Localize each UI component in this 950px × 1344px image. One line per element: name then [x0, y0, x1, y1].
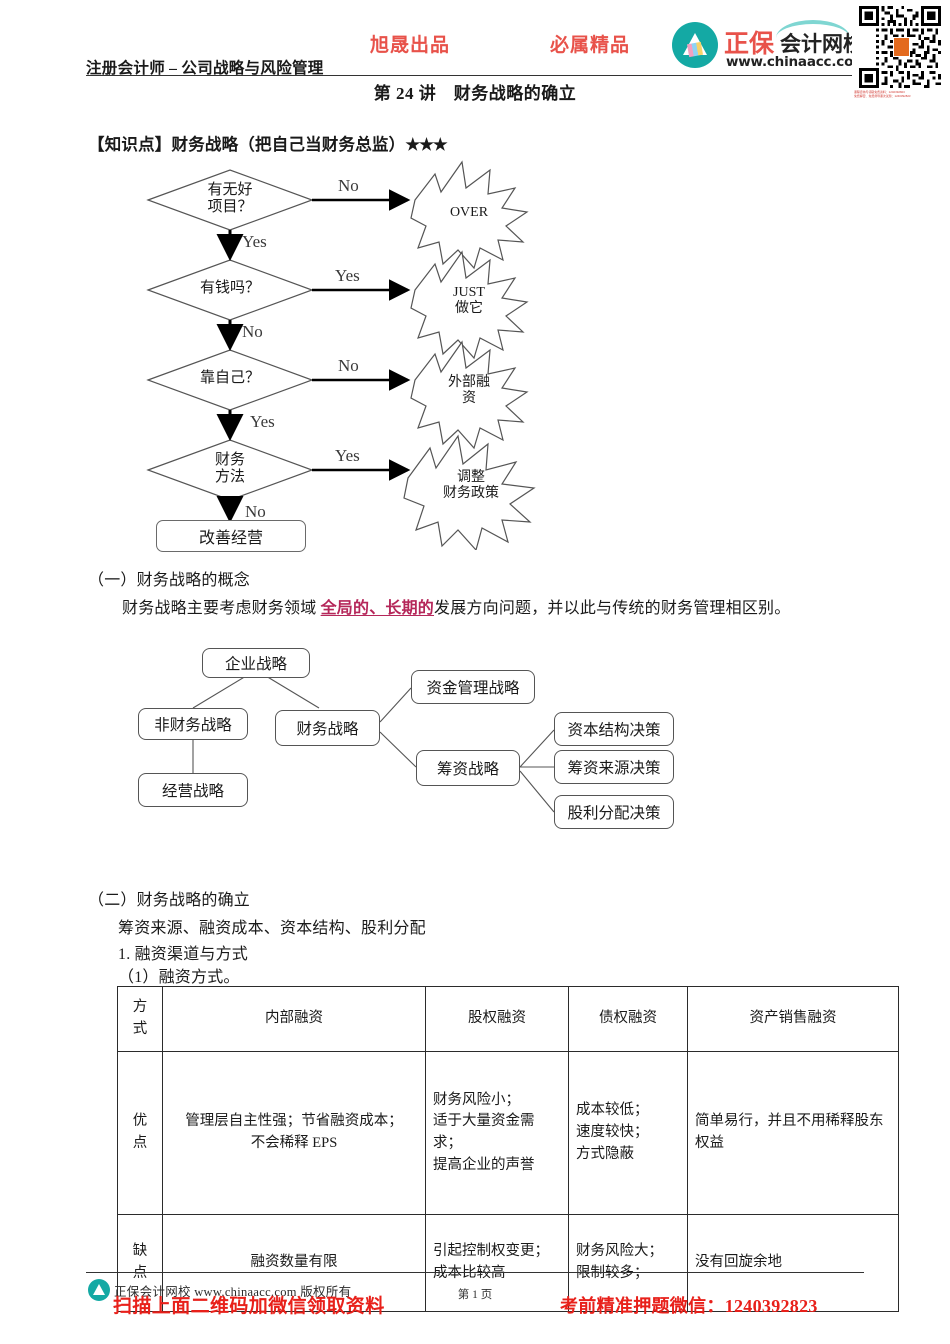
flow-label-q4-down: No — [245, 502, 266, 521]
footer-copyright: 正保会计网校 www.chinaacc.com 版权所有 — [114, 1285, 352, 1299]
flow-node-q3: 靠自己？ — [199, 370, 260, 386]
table-cell-adv-asset: 简单易行，并且不用稀释股东权益 — [687, 1051, 899, 1215]
flow-burst-adjust-policy: 调整财务政策 — [443, 470, 499, 502]
tree-node-enterprise-strategy: 企业战略 — [202, 648, 310, 678]
table-row-disadvantages: 缺 点 融资数量有限 引起控制权变更； 成本比较高 财务风险大； 限制较多； 没… — [117, 1214, 899, 1312]
section-two-heading: （二）财务战略的确立 — [88, 892, 251, 909]
flow-node-q1: 有无好项目？ — [207, 182, 253, 215]
table-header-row: 方 式 内部融资 股权融资 债权融资 资产销售融资 — [117, 986, 899, 1052]
table-cell-adv-debt: 成本较低； 速度较快； 方式隐蔽 — [568, 1051, 688, 1215]
table-row-label-disadvantages: 缺 点 — [117, 1214, 163, 1312]
table-corner-label: 方 式 — [117, 986, 163, 1052]
tree-node-financial-strategy: 财务战略 — [275, 710, 380, 746]
brand-name-black: 会计网校 — [780, 32, 864, 56]
header-divider-rule — [86, 75, 864, 76]
knowledge-point-text: 【知识点】财务战略（把自己当财务总监） — [88, 135, 406, 154]
table-cell-dis-equity: 引起控制权变更； 成本比较高 — [425, 1214, 569, 1312]
brand-name-red: 正保 — [724, 29, 775, 58]
flow-label-q1-right: No — [338, 176, 359, 195]
qr-caption-line-2: 免费解密、免费督导课次试题：1240392823 — [854, 94, 911, 99]
footer-scan-prompt: 扫描上面二维码加微信领取资料 — [113, 1296, 385, 1317]
flow-label-q2-down: No — [242, 322, 263, 341]
qr-code-block: 课程咨询与领取免费资料：1240392823 免费解密、免费督导课次试题：124… — [852, 6, 948, 109]
qr-caption-line-1: 课程咨询与领取免费资料：1240392823 — [854, 90, 905, 94]
tree-node-nonfinancial-strategy: 非财务战略 — [138, 708, 248, 740]
brand-swoosh-icon — [776, 20, 850, 38]
promo-right-text: 必属精品 — [549, 35, 630, 56]
tree-node-financing-source-decision: 筹资来源决策 — [554, 750, 674, 784]
table-col-asset-sale-financing: 资产销售融资 — [687, 986, 899, 1052]
section-one-body-after: 发展方向问题，并以此与传统的财务管理相区别。 — [434, 600, 791, 617]
brand-url-text: www.chinaacc.com — [726, 54, 868, 70]
tree-node-financing-strategy: 筹资战略 — [416, 750, 520, 786]
table-col-debt-financing: 债权融资 — [568, 986, 688, 1052]
footer-page-number: 第 1 页 — [457, 1289, 493, 1301]
tree-node-operating-strategy: 经营战略 — [138, 773, 248, 807]
flowchart-graphics — [146, 160, 536, 552]
tree-node-fund-management-strategy: 资金管理战略 — [411, 670, 535, 704]
table-col-equity-financing: 股权融资 — [425, 986, 569, 1052]
section-one-body-before: 财务战略主要考虑财务领域 — [122, 600, 321, 617]
page-title: 第 24 讲 财务战略的确立 — [373, 84, 577, 103]
header-course-name: 注册会计师 – 公司战略与风险管理 — [86, 60, 324, 77]
footer-logo-icon — [88, 1279, 110, 1301]
footer-divider-rule — [86, 1272, 864, 1273]
footer-wechat-prompt: 考前精准押题微信：1240392823 — [560, 1296, 818, 1316]
flow-burst-external-financing: 外部融资 — [448, 375, 490, 407]
promo-left-text: 旭晟出品 — [370, 35, 451, 56]
flow-burst-over: OVER — [449, 205, 489, 220]
flow-label-q2-right: Yes — [335, 266, 360, 285]
table-cell-adv-equity: 财务风险小； 适于大量资金需求； 提高企业的声誉 — [425, 1051, 569, 1215]
knowledge-point-heading: 【知识点】财务战略（把自己当财务总监）★★★ — [88, 131, 448, 155]
flow-node-q2: 有钱吗？ — [199, 280, 260, 296]
table-cell-dis-debt: 财务风险大； 限制较多； — [568, 1214, 688, 1312]
strategy-tree-diagram: 企业战略 非财务战略 财务战略 经营战略 资金管理战略 筹资战略 资本结构决策 … — [120, 640, 674, 845]
table-cell-dis-asset: 没有回旋余地 — [687, 1214, 899, 1312]
table-row-label-advantages: 优 点 — [117, 1051, 163, 1215]
table-cell-dis-internal: 融资数量有限 — [162, 1214, 426, 1312]
flow-node-q4: 财务方法 — [214, 452, 245, 485]
star-rating: ★★★ — [405, 135, 447, 154]
chinaacc-logo-icon — [672, 22, 718, 68]
section-one-heading: （一）财务战略的概念 — [88, 572, 251, 589]
section-two-line-2: 1. 融资渠道与方式 — [118, 946, 249, 963]
section-two-line-1: 筹资来源、融资成本、资本结构、股利分配 — [118, 920, 426, 937]
section-one-highlight: 全局的、长期的 — [320, 600, 435, 617]
qr-caption: 课程咨询与领取免费资料：1240392823 免费解密、免费督导课次试题：124… — [854, 90, 946, 99]
financing-methods-table: 方 式 内部融资 股权融资 债权融资 资产销售融资 优 点 管理层自主性强；节省… — [117, 986, 899, 1312]
section-two-line-3: （1）融资方式。 — [118, 969, 240, 986]
flow-label-q4-right: Yes — [335, 446, 360, 465]
tree-node-dividend-decision: 股利分配决策 — [554, 795, 674, 829]
flow-label-q3-down: Yes — [250, 412, 275, 431]
flow-endbox-improve-operations: 改善经营 — [156, 520, 306, 552]
table-cell-adv-internal: 管理层自主性强；节省融资成本； 不会稀释 EPS — [162, 1051, 426, 1215]
table-row-advantages: 优 点 管理层自主性强；节省融资成本； 不会稀释 EPS 财务风险小； 适于大量… — [117, 1051, 899, 1215]
section-one-body: 财务战略主要考虑财务领域 全局的、长期的发展方向问题，并以此与传统的财务管理相区… — [122, 594, 790, 618]
header-promo-banner: 旭晟出品 必属精品 — [370, 30, 630, 57]
table-col-internal-financing: 内部融资 — [162, 986, 426, 1052]
tree-node-capital-structure-decision: 资本结构决策 — [554, 712, 674, 746]
brand-logo: 正保 会计网校 www.chinaacc.com — [672, 18, 867, 76]
qr-code-icon — [859, 6, 941, 88]
flow-label-q3-right: No — [338, 356, 359, 375]
flow-label-q1-down: Yes — [242, 232, 267, 251]
